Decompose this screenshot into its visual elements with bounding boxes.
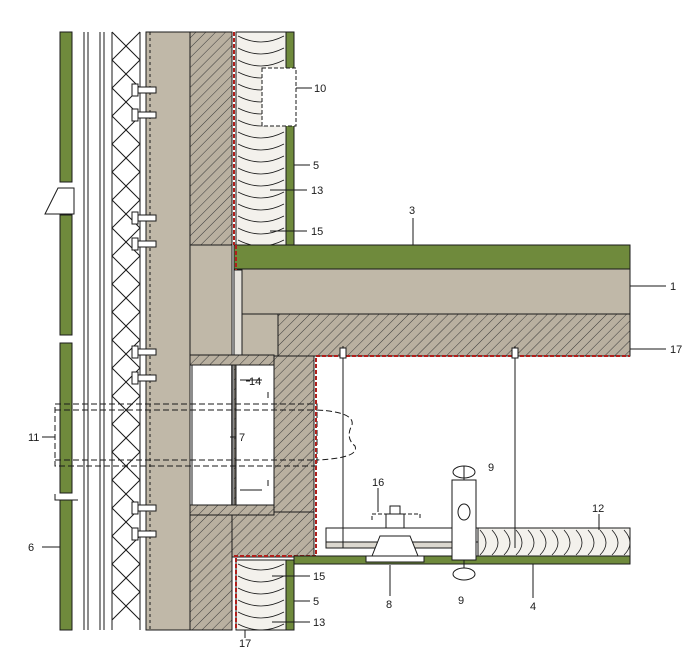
callout-8: 8 [386,599,392,611]
insulation-upper [235,31,287,246]
anchor-bolt-head [131,108,139,122]
callout-9-upper: 9 [488,462,494,474]
wall-strip [233,269,243,356]
slab-hatched-soffit [277,313,631,357]
insulation-lower [235,559,287,631]
cladding-panel-2 [59,214,73,336]
cladding-panel-4 [59,499,73,631]
window-opening-element [261,67,297,127]
callout-13-lower: 13 [313,617,325,629]
callout-11: 11 [28,432,39,444]
insulation-lower-waves [237,563,285,631]
anchor-bolt-head [131,237,139,251]
callout-17-lower: 17 [239,638,251,650]
callout-17-upper: 17 [670,344,682,356]
concrete-wall-bottom [189,511,233,631]
callout-15-lower: 15 [313,571,325,583]
anchor-bolts [131,83,157,541]
vertical-rails [83,32,105,630]
green-board-upper [285,31,295,246]
slab-green-topping [233,244,631,270]
anchor-bolt-head [131,527,139,541]
callout-15-upper: 15 [311,226,323,238]
concrete-wall-bottom-right [231,511,315,558]
cladding-panel-1 [59,31,73,183]
callout-5-upper: 5 [313,160,319,172]
wall-slab-junction [189,244,233,356]
sprinkler-fixture [451,465,477,581]
truss-frame [111,31,141,630]
anchor-bolt-head [131,211,139,225]
concrete-wall-upper [189,31,233,246]
recessed-luminaire [365,505,425,563]
callout-13-upper: 13 [311,185,323,197]
callout-12: 12 [592,503,604,515]
callout-14: 14 [249,376,261,388]
insulation-upper-waves [237,35,285,247]
callout-9-lower: 9 [458,595,464,607]
anchor-bolt-head [131,345,139,359]
callout-7: 7 [239,432,245,444]
leader-lines [42,164,666,638]
callout-10: 10 [314,83,326,95]
callout-5-lower: 5 [313,596,319,608]
slab-concrete [241,268,631,315]
callout-16: 16 [372,477,384,489]
ceiling-insulation-waves [479,529,631,556]
slab-concrete-lower [241,313,279,357]
callout-4: 4 [530,601,536,613]
callout-6: 6 [28,542,34,554]
callout-labels: 1 3 4 5 5 6 7 8 9 9 10 11 12 13 13 14 15… [28,83,682,650]
panel-clip [44,187,75,215]
cladding-panel-3 [59,342,73,494]
callout-3: 3 [409,205,415,217]
anchor-bolt-head [131,371,139,385]
red-membrane [233,32,630,630]
callout-1: 1 [670,281,676,293]
facade-cladding-panels [44,31,78,631]
anchor-bolt-head [131,83,139,97]
tie-rod-dashed [54,403,356,467]
anchor-bolt-head [131,501,139,515]
panel-clip-lower [54,494,78,501]
green-board-lower [285,559,295,631]
ceiling-hangers [339,346,519,548]
steel-beam-section [189,354,275,516]
concrete-column [145,31,191,631]
